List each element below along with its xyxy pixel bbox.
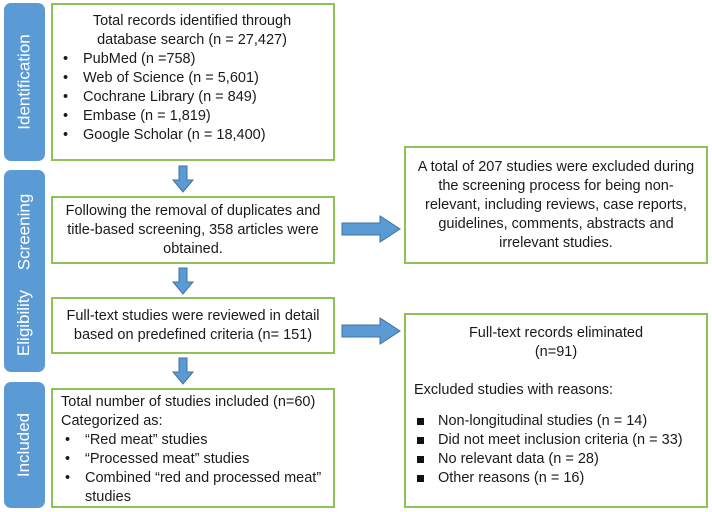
screening-excluded-box: A total of 207 studies were excluded dur… — [404, 146, 708, 264]
identification-line2: database search (n = 27,427) — [97, 32, 287, 48]
eligibility-excluded-count: (n=91) — [534, 344, 578, 360]
arrow-down-2 — [171, 267, 195, 295]
reason-item: Did not meet inclusion criteria (n = 33) — [414, 431, 698, 450]
reason-list: Non-longitudinal studies (n = 14) Did no… — [414, 412, 698, 488]
included-line2: Categorized as: — [61, 413, 163, 429]
screening-text: Following the removal of duplicates and … — [65, 202, 321, 257]
arrow-right-2 — [341, 317, 401, 345]
source-item: Embase (n = 1,819) — [59, 107, 325, 126]
eligibility-box: Full-text studies were reviewed in detai… — [51, 297, 335, 354]
source-item: Cochrane Library (n = 849) — [59, 88, 325, 107]
category-item: Combined “red and processed meat” studie… — [61, 469, 325, 507]
source-item: PubMed (n =758) — [59, 50, 325, 69]
reason-item: Other reasons (n = 16) — [414, 469, 698, 488]
eligibility-excluded-box: Full-text records eliminated (n=91) Excl… — [404, 313, 708, 508]
category-list: “Red meat” studies “Processed meat” stud… — [61, 431, 325, 507]
screening-box: Following the removal of duplicates and … — [51, 196, 335, 264]
reason-item: No relevant data (n = 28) — [414, 450, 698, 469]
identification-box: Total records identified through databas… — [51, 3, 335, 161]
included-line1: Total number of studies included (n=60) — [61, 394, 316, 410]
category-item: “Red meat” studies — [61, 431, 325, 450]
eligibility-excluded-title: Full-text records eliminated — [468, 325, 644, 341]
phase-screening: Screening — [4, 170, 45, 293]
screening-excluded-text: A total of 207 studies were excluded dur… — [417, 158, 695, 251]
source-item: Google Scholar (n = 18,400) — [59, 126, 325, 145]
reasons-heading: Excluded studies with reasons: — [414, 382, 614, 398]
eligibility-text: Full-text studies were reviewed in detai… — [66, 307, 320, 343]
arrow-right-1 — [341, 215, 401, 243]
identification-line1: Total records identified through — [92, 13, 292, 29]
source-item: Web of Science (n = 5,601) — [59, 69, 325, 88]
phase-eligibility-label: Eligibility — [14, 289, 34, 357]
phase-identification-label: Identification — [14, 34, 34, 130]
phase-eligibility: Eligibility — [4, 274, 45, 372]
included-box: Total number of studies included (n=60) … — [51, 388, 335, 508]
phase-screening-label: Screening — [14, 193, 34, 270]
phase-included-label: Included — [14, 412, 34, 478]
source-list: PubMed (n =758) Web of Science (n = 5,60… — [59, 50, 325, 145]
reason-item: Non-longitudinal studies (n = 14) — [414, 412, 698, 431]
phase-identification: Identification — [4, 3, 45, 161]
arrow-down-3 — [171, 357, 195, 385]
phase-included: Included — [4, 382, 45, 508]
arrow-down-1 — [171, 165, 195, 193]
category-item: “Processed meat” studies — [61, 450, 325, 469]
